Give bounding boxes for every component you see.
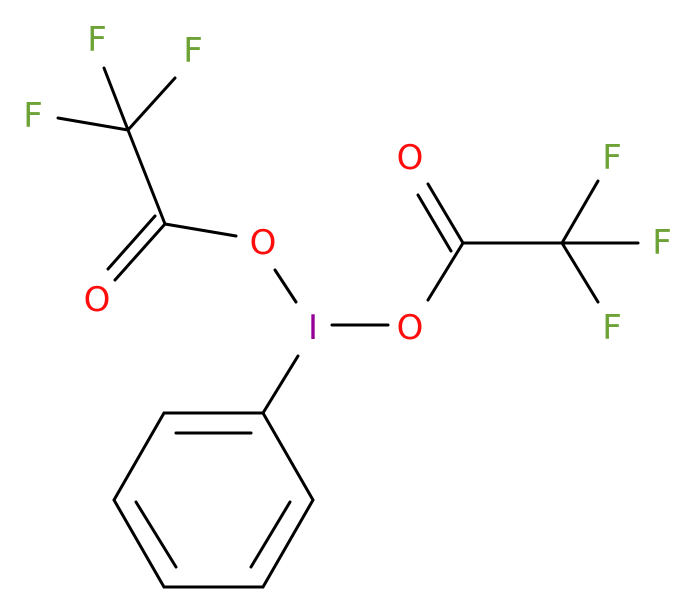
bond-cf3-f-right-3 <box>560 241 600 304</box>
right-trifluoroacetate-group <box>330 179 640 327</box>
phenyl-inner-bond-3 <box>249 500 292 569</box>
atom-f-5: F <box>652 223 672 263</box>
bond-ester-o-iodine-left <box>273 268 298 304</box>
atom-o-ester-right: O <box>397 308 424 348</box>
bond-ester-o-carbonyl-right <box>426 241 465 302</box>
phenyl-ring-outline <box>112 411 315 589</box>
bond-cf3-f-left-3 <box>56 116 130 132</box>
bond-carbonyl-o-right-a <box>426 182 465 245</box>
bond-cf3-f-left-2 <box>126 76 177 132</box>
atom-o-carbonyl-right: O <box>397 138 424 178</box>
bond-carbonyl-o-right-b <box>416 193 453 253</box>
atom-f-1: F <box>87 20 107 60</box>
atom-o-ester-left: O <box>250 223 277 263</box>
bond-cf3-f-left-1 <box>102 66 130 132</box>
atom-o-carbonyl-left: O <box>84 280 111 320</box>
atom-f-6: F <box>602 308 622 348</box>
bond-cf3-f-right-1 <box>560 179 600 245</box>
bond-iodine-phenyl <box>261 354 300 415</box>
atom-f-3: F <box>23 96 43 136</box>
atom-f-4: F <box>602 138 622 178</box>
bond-carbonyl-o-left-b <box>106 214 157 271</box>
bond-carbonyl-o-left-a <box>113 222 167 282</box>
atom-f-2: F <box>183 31 203 71</box>
phenyl-inner-bond-2 <box>134 500 178 569</box>
bond-carbonyl-ester-o-left <box>163 222 238 238</box>
atom-iodine: I <box>308 308 318 348</box>
phenyl-ring <box>112 411 315 589</box>
bond-cf3-carbonyl-left <box>126 128 167 226</box>
left-trifluoroacetate-group <box>56 66 298 304</box>
